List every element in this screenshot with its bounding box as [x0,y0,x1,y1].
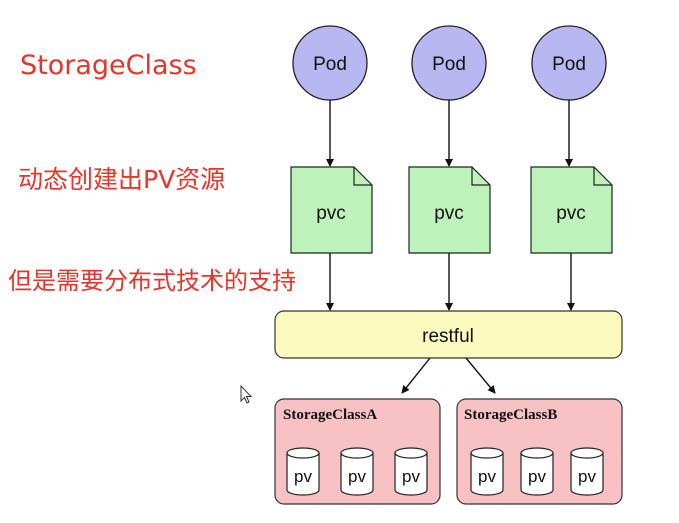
storageclass-b: StorageClassB pv pv pv [456,398,623,505]
pvc-node-2: pvc [408,166,491,254]
pvc-label: pvc [556,203,586,224]
dynamic-pv-note: 动态创建出PV资源 [18,165,226,194]
pod-label: Pod [313,54,347,75]
pv-volume: pv [470,447,504,496]
pv-label: pv [578,467,596,486]
cursor-arrow-icon [240,384,253,404]
pod-node-3: Pod [531,25,607,101]
restful-to-storageclass-arrow [401,357,431,394]
pvc-node-3: pvc [530,166,613,254]
storageclass-name: StorageClassA [283,407,377,423]
restful-label: restful [422,326,474,347]
restful-gateway: restful [274,310,623,359]
pod-label: Pod [432,54,466,75]
pv-label: pv [294,467,312,486]
pvc-label: pvc [316,203,346,224]
pv-volume: pv [340,447,374,496]
pv-volume: pv [286,447,320,496]
pv-volume: pv [570,447,604,496]
distributed-support-note: 但是需要分布式技术的支持 [8,267,296,295]
pv-label: pv [348,467,366,486]
storageclass-heading: StorageClass [20,50,197,81]
storageclass-a: StorageClassA pv pv pv [274,398,441,505]
pod-node-1: Pod [292,25,368,101]
restful-to-storageclass-arrow [465,357,496,394]
pod-node-2: Pod [411,25,487,101]
pvc-label: pvc [434,203,464,224]
storageclass-name: StorageClassB [464,407,557,423]
pv-label: pv [402,467,420,486]
pod-label: Pod [552,54,586,75]
pv-label: pv [528,467,546,486]
pv-label: pv [478,467,496,486]
pv-volume: pv [520,447,554,496]
pv-volume: pv [394,447,428,496]
pvc-node-1: pvc [290,166,373,254]
